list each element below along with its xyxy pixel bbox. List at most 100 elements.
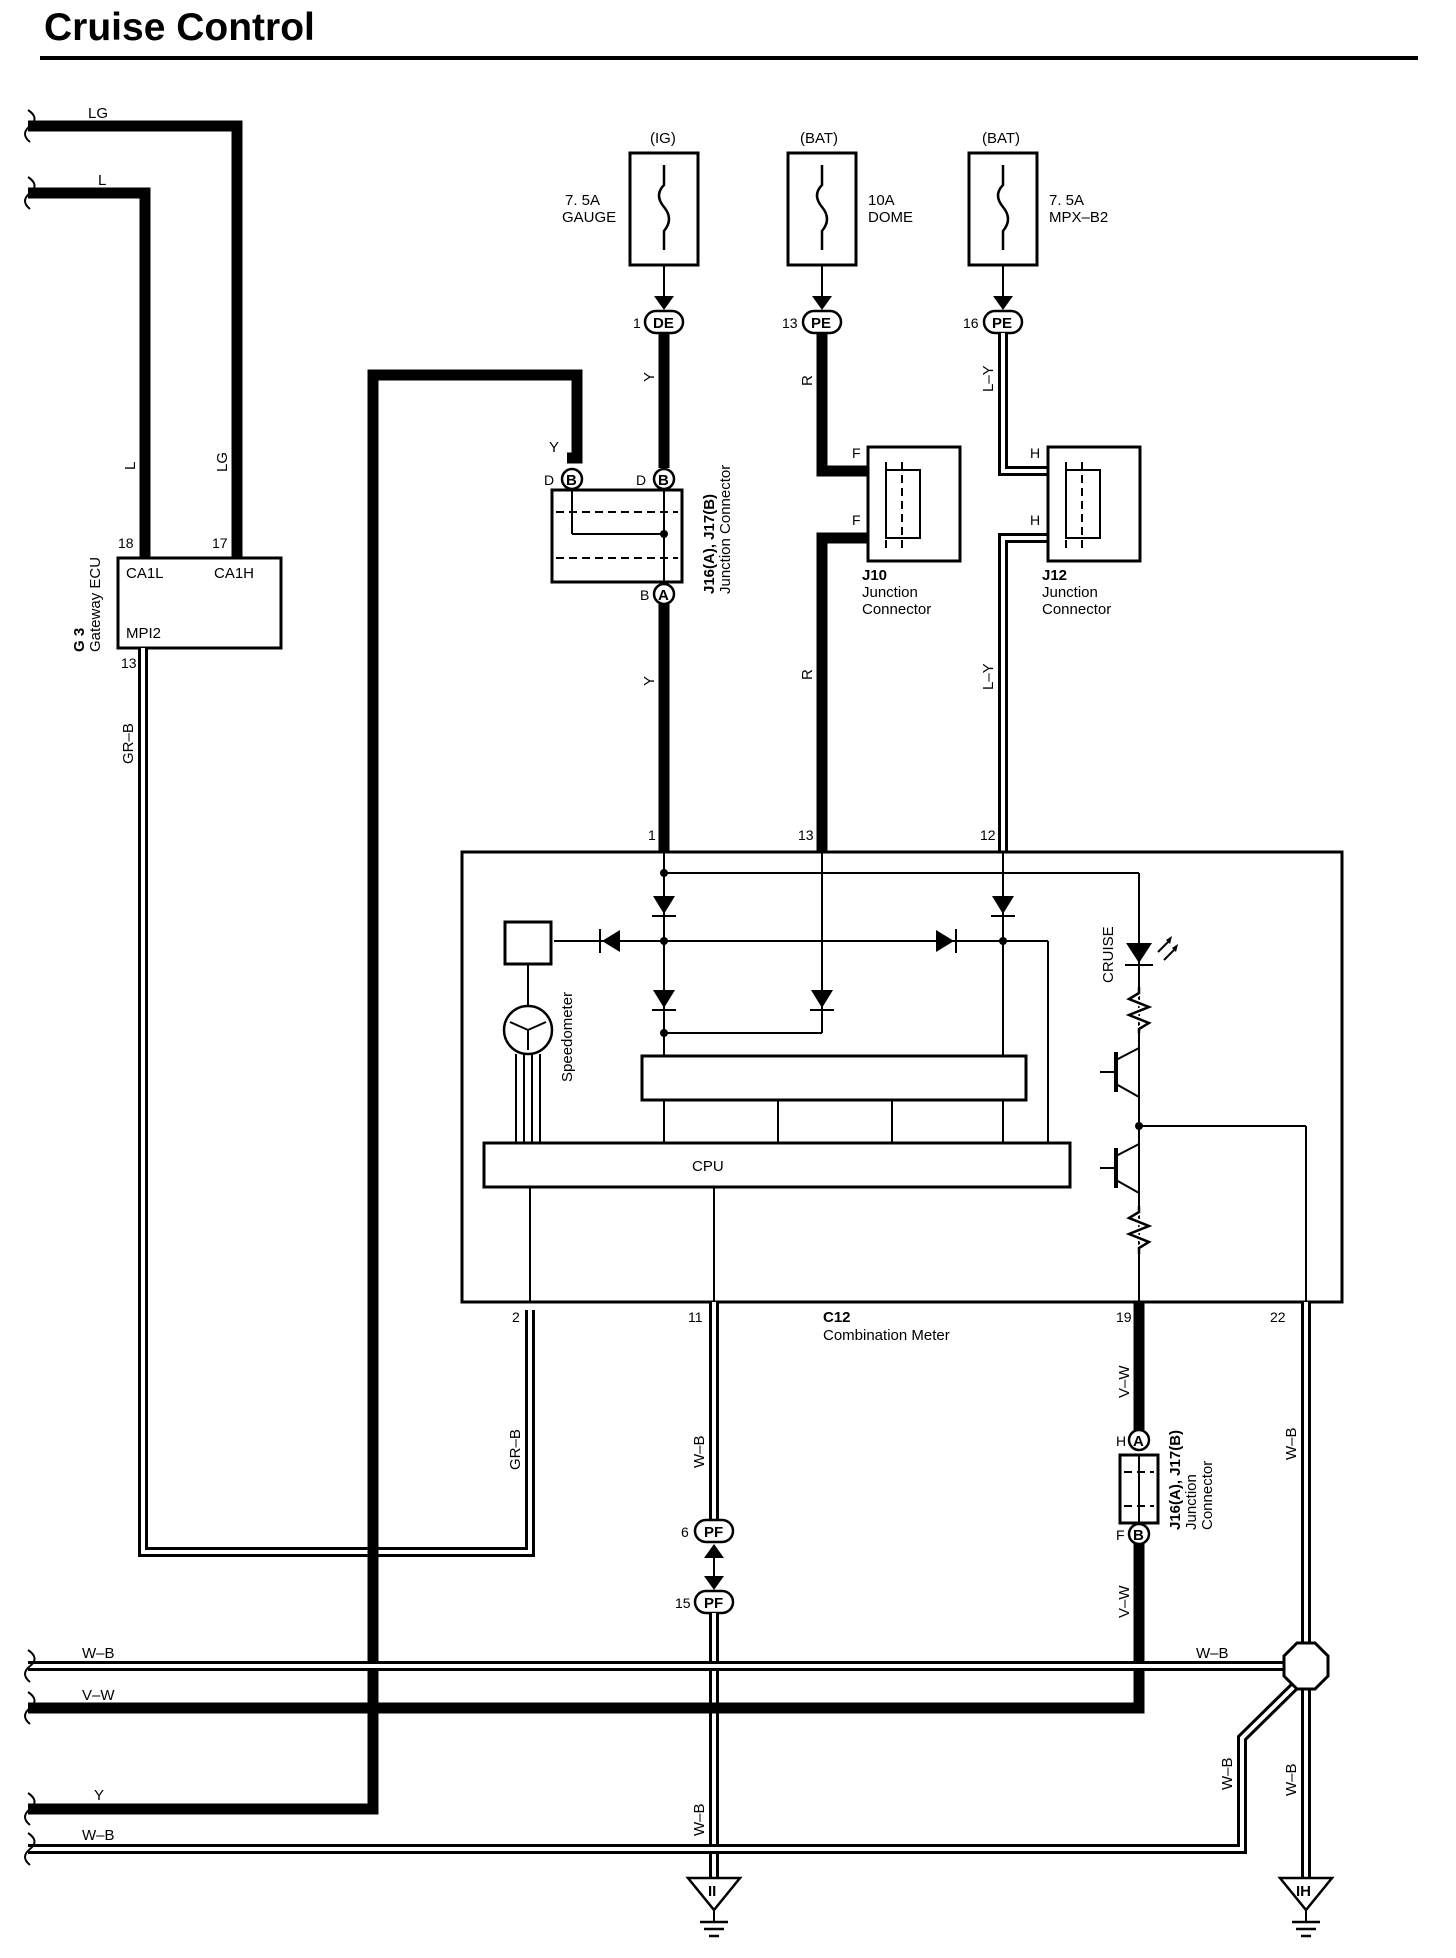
wire-label-l: L <box>98 172 106 189</box>
wire-break-icon <box>24 1691 36 1725</box>
wire-label-wb-3: W–B <box>1283 1427 1300 1460</box>
wire-label-wb-right: W–B <box>1196 1645 1229 1662</box>
sensor-box <box>503 920 553 966</box>
meter-pin-12: 12 <box>980 827 996 843</box>
wire-label-wb-2: W–B <box>691 1803 708 1836</box>
ecu-pin-13: 13 <box>121 655 137 671</box>
wire-break-icon <box>24 1649 36 1683</box>
connector-pe-16-label: PE <box>992 315 1012 332</box>
wire-l <box>28 187 151 560</box>
jc-top-conn-b2: B <box>658 472 669 489</box>
jc-top-pin-d2: D <box>636 472 646 488</box>
meter-id: C12 <box>823 1309 851 1326</box>
wire-label-r-2: R <box>799 669 816 680</box>
connector-pe-13-label: PE <box>811 315 831 332</box>
cruise-label: CRUISE <box>1100 926 1117 983</box>
wire-r-top <box>816 333 868 477</box>
connector-pf-pin-6: 6 <box>681 1524 689 1540</box>
gateway-ecu-box <box>116 556 283 650</box>
jc-bottom-pin-f: F <box>1116 1527 1125 1543</box>
wire-label-wb-4: W–B <box>1283 1763 1300 1796</box>
fuse-mpx-rating: 7. 5A <box>1049 192 1084 209</box>
diode-icon <box>936 930 954 952</box>
fuse-mpx-source: (BAT) <box>982 130 1020 147</box>
meter-pin-1: 1 <box>648 827 656 843</box>
wire-break-icon <box>24 109 36 143</box>
meter-ic-block <box>640 1054 1028 1102</box>
connector-pf-label-1: PF <box>704 1524 723 1541</box>
j12-name2: Connector <box>1042 601 1111 618</box>
connector-arrow-icon <box>704 1576 724 1590</box>
fuse-dome-name: DOME <box>868 209 913 226</box>
ecu-pin-18: 18 <box>118 535 134 551</box>
j10-id: J10 <box>862 567 887 584</box>
wire-label-wb-5: W–B <box>1219 1757 1236 1790</box>
fuse-gauge-source: (IG) <box>650 130 676 147</box>
fuse-gauge-rating: 7. 5A <box>565 192 600 209</box>
j10-pin-f2: F <box>852 512 861 528</box>
ecu-id: G 3 <box>71 628 88 652</box>
wire-label-l-vert: L <box>122 462 139 470</box>
wire-label-vw-2: V–W <box>1116 1585 1133 1618</box>
fuse-gauge-name: GAUGE <box>562 209 616 226</box>
wire-y-loop <box>28 369 583 1815</box>
connector-arrow-icon <box>812 296 832 310</box>
meter-pin-11: 11 <box>688 1309 703 1325</box>
jc-top-name: Junction Connector <box>717 465 734 594</box>
ground-ih-label: IH <box>1296 1883 1311 1900</box>
diode-icon <box>653 990 675 1008</box>
connector-pf-label-2: PF <box>704 1595 723 1612</box>
junction-connector-top <box>550 488 684 584</box>
junction-j12 <box>1046 445 1142 563</box>
jc-bottom-id: J16(A), J17(B) <box>1167 1430 1184 1530</box>
jc-top-pin-b: B <box>640 587 649 603</box>
jc-top-pin-d1: D <box>544 472 554 488</box>
wire-label-y-1: Y <box>641 372 658 382</box>
wire-label-vw-1: V–W <box>1116 1365 1133 1398</box>
j10-pin-f1: F <box>852 445 861 461</box>
j10-name: Junction <box>862 584 918 601</box>
cruise-led-icon <box>1126 943 1152 963</box>
fuse-mpx-name: MPX–B2 <box>1049 209 1108 226</box>
ground-ii-label: II <box>708 1883 716 1900</box>
wire-label-lg-vert: LG <box>214 452 231 472</box>
j12-pin-h2: H <box>1030 512 1040 528</box>
wire-label-ly-2: L–Y <box>980 663 997 690</box>
wire-v-w-bottom <box>28 1544 1145 1714</box>
jc-bottom-name: Junction <box>1183 1474 1200 1530</box>
j10-name2: Connector <box>862 601 931 618</box>
connector-arrow-icon <box>993 296 1013 310</box>
fuse-icon <box>815 165 829 250</box>
wire-label-wb-left-2: W–B <box>82 1827 115 1844</box>
jc-bottom-conn-a: A <box>1133 1433 1144 1450</box>
jc-top-conn-a: A <box>658 587 669 604</box>
cpu-label: CPU <box>692 1158 724 1175</box>
connector-arrow-icon <box>654 296 674 310</box>
meter-name: Combination Meter <box>823 1327 950 1344</box>
j12-pin-h1: H <box>1030 445 1040 461</box>
wire-label-vw-left: V–W <box>82 1687 115 1704</box>
wire-break-icon <box>24 1792 36 1826</box>
ground-ii-icon <box>685 1876 743 1912</box>
meter-pin-22: 22 <box>1270 1309 1286 1325</box>
meter-pin-19: 19 <box>1116 1309 1132 1325</box>
pin-a-bottom <box>1127 1428 1151 1452</box>
wire-label-y-jc: Y <box>549 439 559 456</box>
ecu-pin-17: 17 <box>212 535 228 551</box>
j12-name: Junction <box>1042 584 1098 601</box>
wire-label-ly-1: L–Y <box>980 365 997 392</box>
wire-lg <box>28 120 243 560</box>
j12-id: J12 <box>1042 567 1067 584</box>
ecu-pin-mpi2: MPI2 <box>126 625 161 642</box>
ecu-name: Gateway ECU <box>87 557 104 652</box>
meter-pin-2: 2 <box>512 1309 520 1325</box>
speedometer-label: Speedometer <box>559 992 576 1082</box>
diode-icon <box>811 990 833 1008</box>
ecu-pin-ca1h: CA1H <box>214 565 254 582</box>
wire-label-wb-left-1: W–B <box>82 1645 115 1662</box>
wire-break-icon <box>24 1832 36 1866</box>
connector-pf-pin-15: 15 <box>675 1595 691 1611</box>
fuse-icon <box>996 165 1010 250</box>
ecu-pin-ca1l: CA1L <box>126 565 164 582</box>
